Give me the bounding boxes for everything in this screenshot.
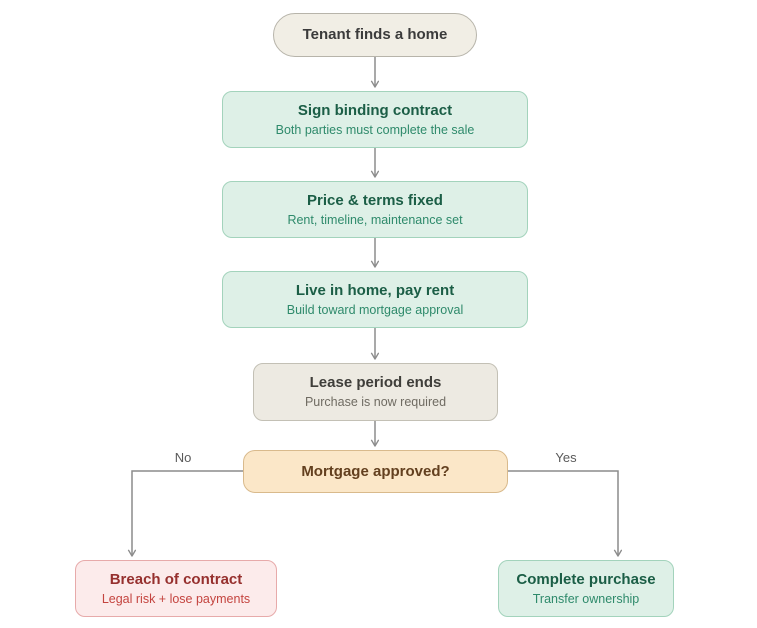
node-lease-ends-subtitle: Purchase is now required [304, 395, 447, 409]
edge-label-no: No [174, 450, 192, 465]
node-lease-ends-title: Lease period ends [309, 374, 442, 391]
node-price-terms-subtitle: Rent, timeline, maintenance set [287, 212, 463, 227]
edge-label-yes: Yes [555, 450, 577, 465]
node-sign-contract-title: Sign binding contract [297, 101, 453, 119]
node-live-pay-rent: Live in home, pay rent Build toward mort… [222, 271, 528, 328]
node-complete-purchase-subtitle: Transfer ownership [532, 591, 640, 606]
node-mortgage-decision-title: Mortgage approved? [301, 462, 450, 480]
node-breach-contract-subtitle: Legal risk + lose payments [101, 591, 251, 606]
node-complete-purchase: Complete purchase Transfer ownership [498, 560, 674, 617]
node-price-terms-title: Price & terms fixed [307, 191, 443, 209]
node-price-terms: Price & terms fixed Rent, timeline, main… [222, 181, 528, 238]
node-start-title: Tenant finds a home [302, 26, 448, 43]
node-sign-contract: Sign binding contract Both parties must … [222, 91, 528, 148]
connector-decision-no-breach [127, 470, 243, 557]
node-lease-ends: Lease period ends Purchase is now requir… [253, 363, 498, 421]
node-sign-contract-subtitle: Both parties must complete the sale [275, 122, 475, 137]
node-mortgage-decision: Mortgage approved? [243, 450, 508, 493]
connector-decision-yes-complete [508, 470, 623, 557]
node-live-pay-rent-title: Live in home, pay rent [295, 281, 455, 299]
node-breach-contract-title: Breach of contract [109, 570, 243, 588]
node-start: Tenant finds a home [273, 13, 477, 57]
node-breach-contract: Breach of contract Legal risk + lose pay… [75, 560, 277, 617]
node-live-pay-rent-subtitle: Build toward mortgage approval [286, 302, 464, 317]
node-complete-purchase-title: Complete purchase [516, 570, 656, 588]
